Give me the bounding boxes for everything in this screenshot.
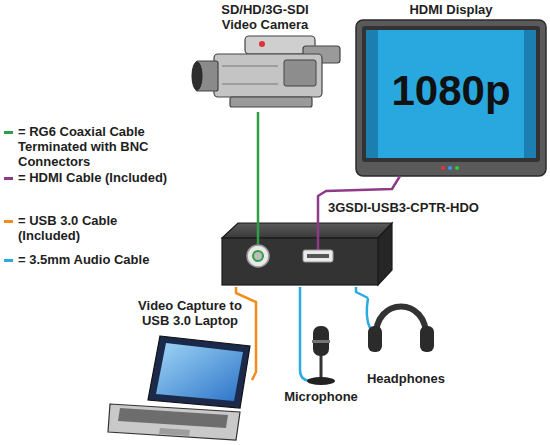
screen-text: 1080p <box>391 67 510 115</box>
camera-body <box>214 54 322 97</box>
legend-swatch <box>4 259 13 262</box>
bnc-connector <box>247 245 269 267</box>
hdmi-plug-lead <box>317 222 320 250</box>
mic-base <box>307 377 335 385</box>
camera-trim <box>222 84 278 85</box>
legend-swatch <box>4 177 13 180</box>
headband <box>376 307 426 339</box>
headphone-cord <box>367 298 370 328</box>
display-side <box>366 30 378 158</box>
mic-stand <box>320 356 323 378</box>
bnc-center <box>253 251 263 261</box>
legend-item: = USB 3.0 Cable (Included) <box>4 213 174 243</box>
camera-trim <box>222 66 278 67</box>
ear-cup <box>420 326 434 352</box>
node-label: Microphone <box>284 389 358 404</box>
legend-text: = 3.5mm Audio Cable <box>18 252 168 267</box>
legend-text: = USB 3.0 Cable (Included) <box>18 213 168 243</box>
legend-swatch <box>4 220 13 223</box>
converter-box <box>222 222 392 285</box>
display-led <box>441 166 445 170</box>
laptop-screen <box>156 343 243 401</box>
mic-band <box>312 340 330 343</box>
cable-legend: = RG6 Coaxial Cable Terminated with BNC … <box>4 0 174 280</box>
laptop-trackpad <box>159 428 190 436</box>
node-label: HDMI Display <box>409 2 492 17</box>
hdmi-pins <box>307 254 329 258</box>
hdmi-display <box>356 20 546 176</box>
display-bezel <box>362 26 540 162</box>
microphone <box>300 322 335 385</box>
camera-base <box>230 97 312 107</box>
legend-item: = RG6 Coaxial Cable Terminated with BNC … <box>4 124 174 169</box>
hdmi-port <box>303 250 333 262</box>
display-led <box>448 166 452 170</box>
ear-cup <box>368 326 382 352</box>
headphones-node: Headphones <box>362 298 450 386</box>
box-front <box>222 238 378 285</box>
node-label: 3GSDI-USB3-CPTR-HDO <box>328 200 479 215</box>
legend-text: = RG6 Coaxial Cable Terminated with BNC … <box>18 124 168 169</box>
microphone-node: Microphone <box>280 322 362 404</box>
legend-text: = HDMI Cable (Included) <box>18 170 168 185</box>
laptop-base <box>108 404 240 440</box>
laptop-keyboard <box>118 408 228 428</box>
display-led <box>455 166 459 170</box>
camera-lens <box>192 62 202 90</box>
camera-light <box>259 41 265 47</box>
camera-panel <box>284 60 316 86</box>
cable-connector <box>257 112 260 222</box>
converter-node: 3GSDI-USB3-CPTR-HDO <box>220 222 392 287</box>
node-label: SD/HD/3G-SDI Video Camera <box>205 2 325 32</box>
node-label: Video Capture to USB 3.0 Laptop <box>134 298 246 328</box>
video-camera <box>192 36 340 107</box>
laptop-node: Video Capture to USB 3.0 Laptop <box>108 334 252 442</box>
display-side <box>524 30 536 158</box>
coax-plug-lead <box>257 222 260 244</box>
cable-connector <box>299 287 302 322</box>
node-label: Headphones <box>367 371 445 386</box>
display-screen <box>378 30 524 158</box>
display-node: HDMI Display 1080p <box>356 0 546 176</box>
laptop <box>108 336 250 440</box>
display-frame <box>356 20 546 176</box>
headphones <box>367 298 434 352</box>
box-side <box>378 223 392 285</box>
legend-swatch <box>4 131 13 134</box>
cable-connector <box>318 176 400 222</box>
camera-node: SD/HD/3G-SDI Video Camera <box>190 0 340 112</box>
legend-item: = 3.5mm Audio Cable <box>4 252 174 267</box>
cable-connector <box>356 287 368 298</box>
mic-capsule <box>313 326 329 356</box>
legend-item: = HDMI Cable (Included) <box>4 170 174 185</box>
box-top <box>222 223 392 238</box>
laptop-lid <box>148 336 250 408</box>
mic-cord <box>300 322 310 381</box>
